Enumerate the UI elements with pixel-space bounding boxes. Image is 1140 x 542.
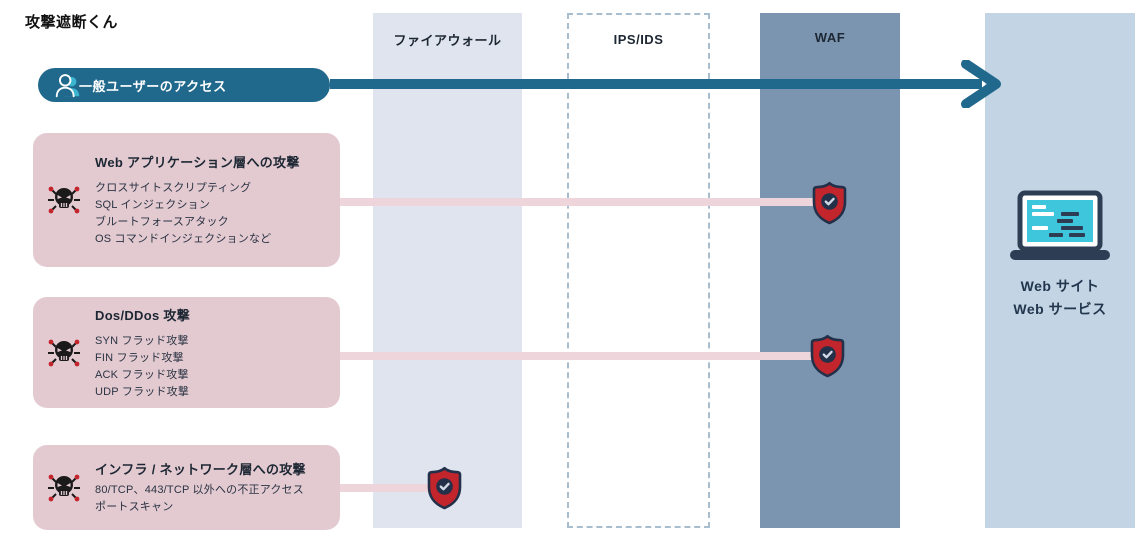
attack-item: 80/TCP、443/TCP 以外への不正アクセス (95, 484, 305, 496)
attack-item: SQL インジェクション (95, 199, 211, 211)
attack-item: UDP フラッド攻撃 (95, 385, 190, 398)
column-waf-label: WAF (814, 30, 846, 45)
user-access-label: 一般ユーザーのアクセス (79, 78, 227, 94)
shield-check-icon (427, 466, 462, 510)
user-access-arrow (330, 60, 1001, 108)
attack-item: ポートスキャン (95, 501, 174, 513)
attack-title: Dos/DDos 攻撃 (95, 307, 191, 323)
malware-skull-icon (48, 474, 80, 501)
attack-box-ddos: Dos/DDos 攻撃 SYN フラッド攻撃 FIN フラッド攻撃 ACK フラ… (33, 297, 340, 408)
column-firewall-label: ファイアウォール (393, 33, 502, 48)
malware-skull-icon (48, 186, 80, 214)
user-access-pill: 一般ユーザーのアクセス (38, 68, 330, 102)
attack-title: Web アプリケーション層への攻撃 (95, 155, 300, 170)
column-firewall: ファイアウォール (373, 13, 522, 528)
page-title: 攻撃遮断くん (25, 14, 119, 31)
shield-check-icon (812, 181, 847, 225)
attack-item: OS コマンドインジェクションなど (95, 233, 272, 245)
attack-title: インフラ / ネットワーク層への攻撃 (95, 462, 306, 477)
attack-path-line-webapp (340, 198, 830, 206)
attack-item: FIN フラッド攻撃 (95, 351, 184, 364)
attack-path-line-ddos (340, 352, 828, 360)
destination-label-webservice: Web サービス (1013, 301, 1107, 317)
column-waf: WAF (760, 13, 900, 528)
laptop-icon (1010, 190, 1110, 260)
shield-check-icon (810, 334, 845, 378)
malware-skull-icon (48, 339, 80, 366)
attack-item: クロスサイトスクリプティング (95, 182, 252, 194)
column-ips-ids-label: IPS/IDS (613, 32, 664, 47)
column-destination (985, 13, 1135, 528)
user-icon (55, 74, 80, 98)
attack-path-line-infra (340, 484, 445, 492)
attack-box-infra: インフラ / ネットワーク層への攻撃 80/TCP、443/TCP 以外への不正… (33, 445, 340, 530)
attack-item: ACK フラッド攻撃 (95, 368, 189, 381)
attack-item: ブルートフォースアタック (95, 216, 229, 228)
attack-box-webapp: Web アプリケーション層への攻撃 クロスサイトスクリプティング SQL インジ… (33, 133, 340, 267)
column-ips-ids: IPS/IDS (567, 13, 710, 528)
attack-item: SYN フラッド攻撃 (95, 334, 189, 347)
destination-label-website: Web サイト (1020, 278, 1100, 294)
